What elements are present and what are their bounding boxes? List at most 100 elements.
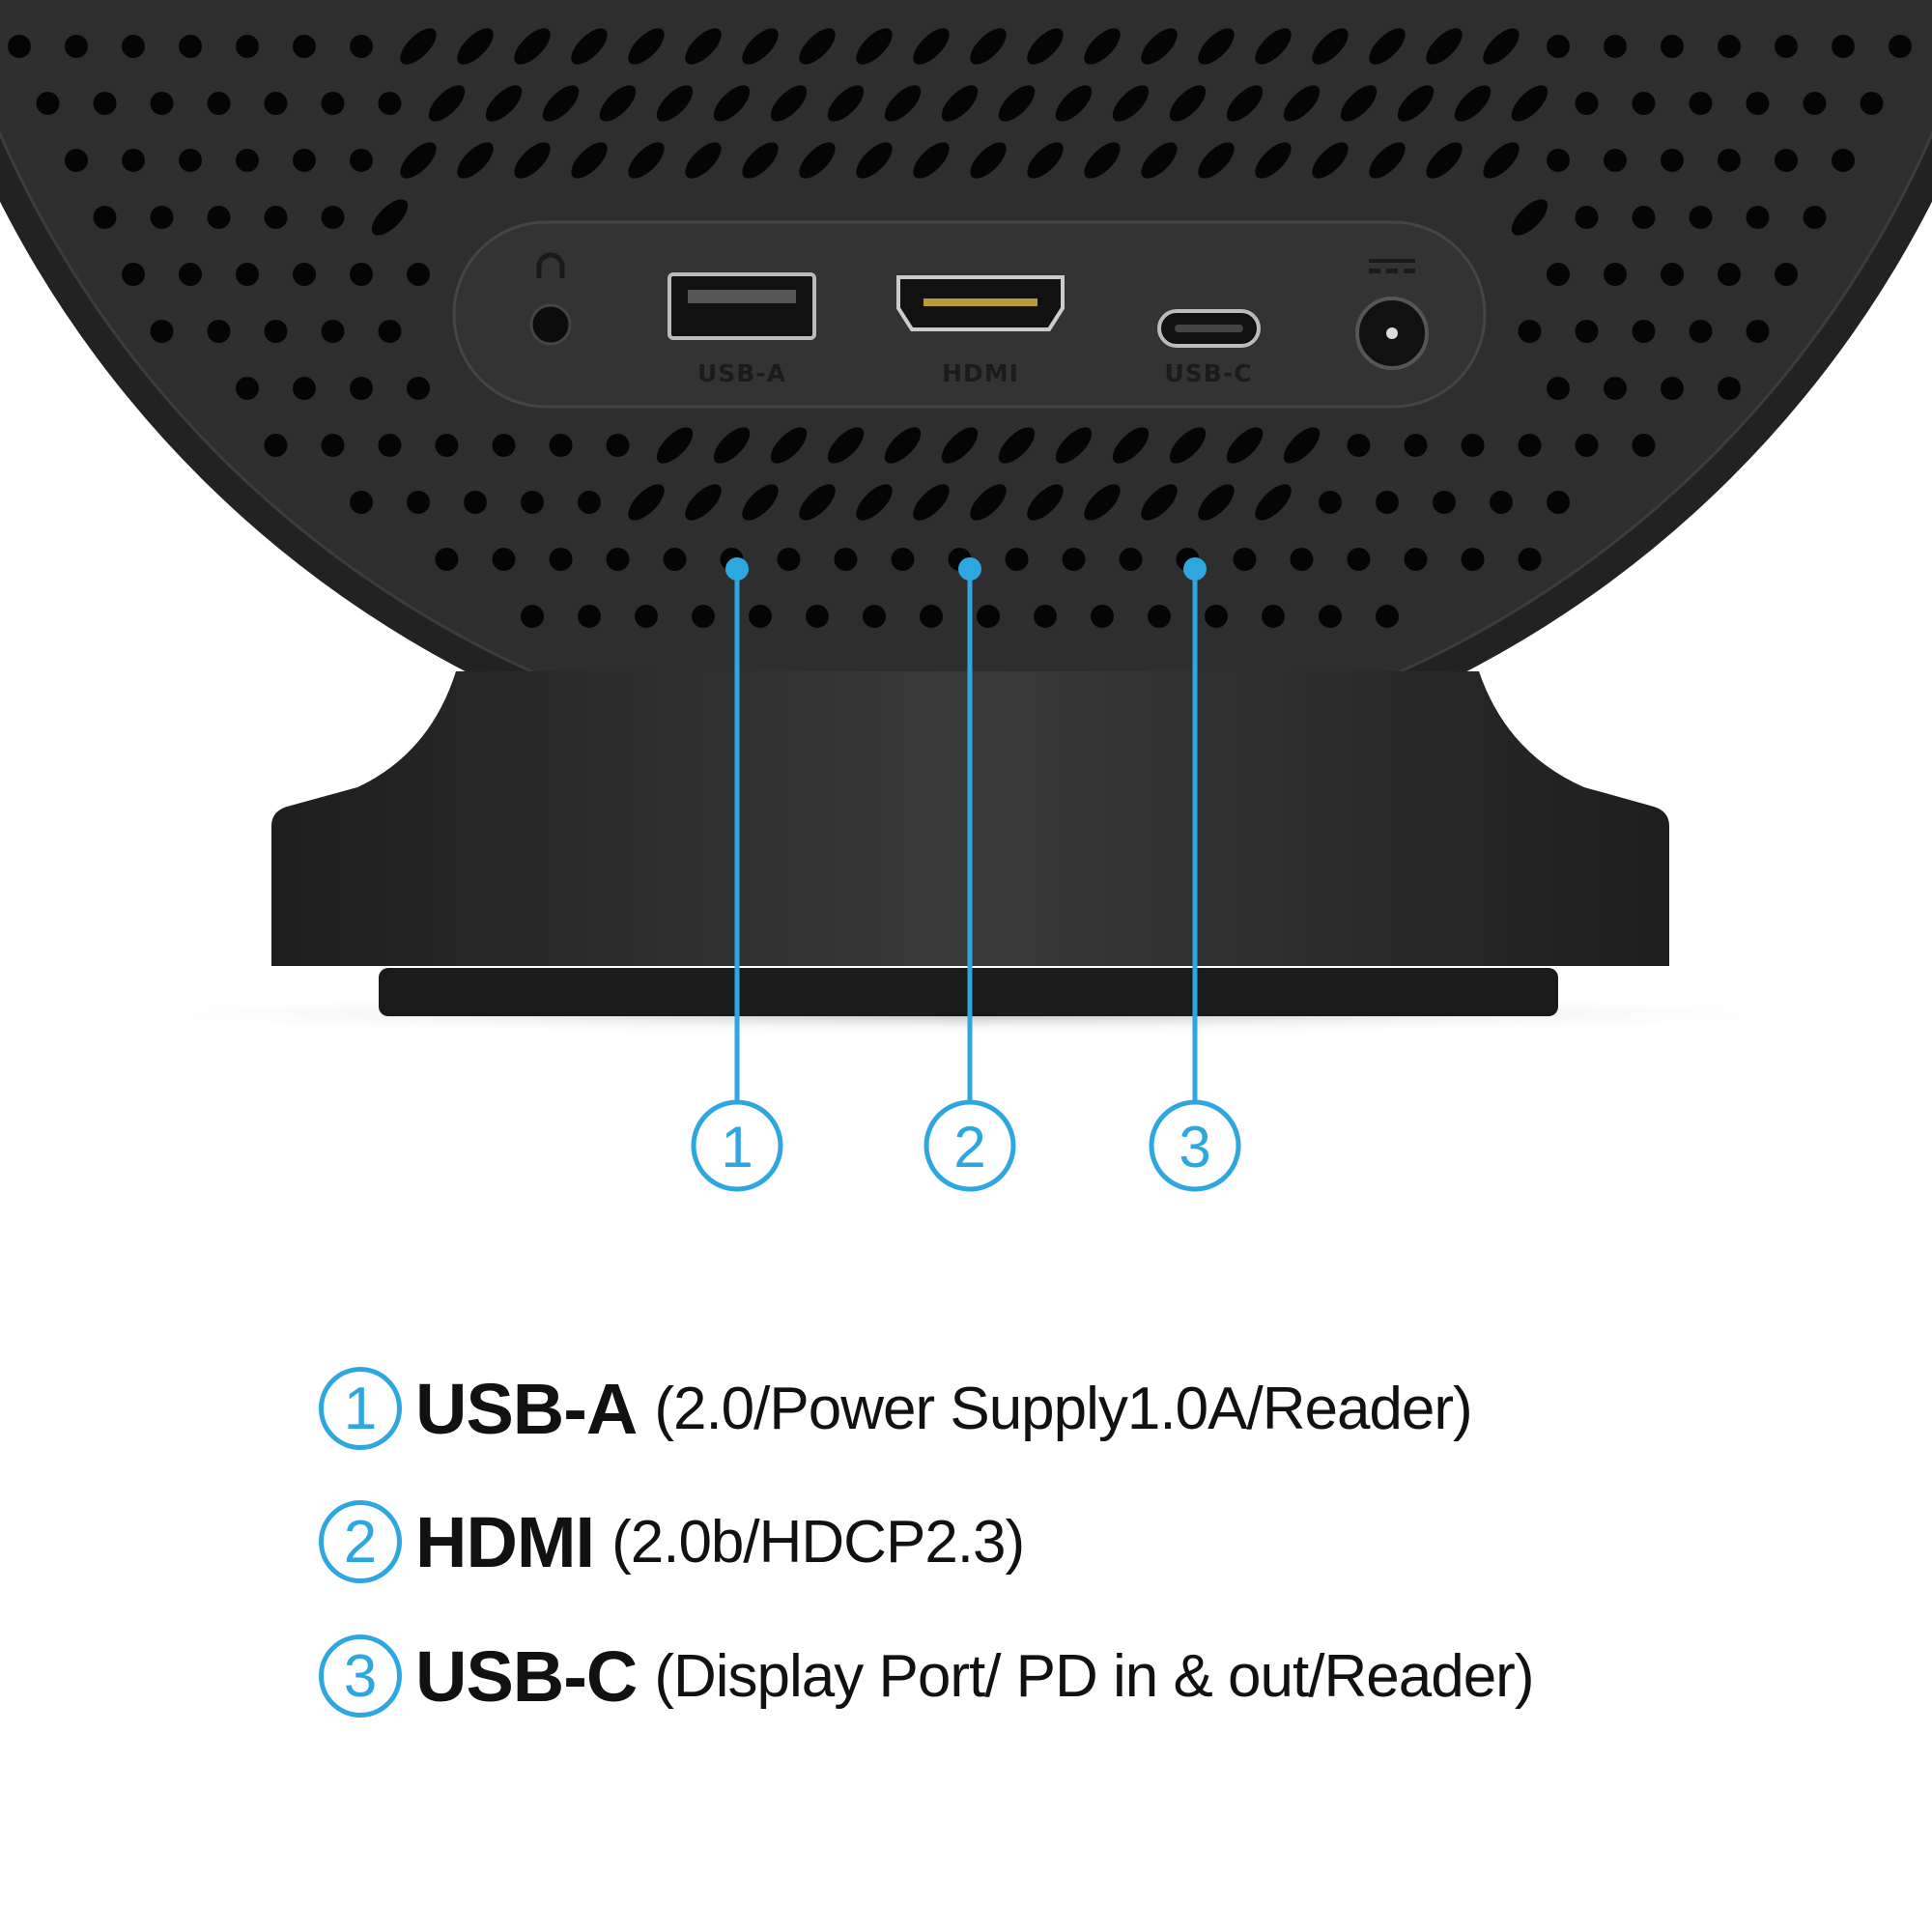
grille-hole (742, 28, 779, 65)
grille-hole (1283, 85, 1321, 122)
grille-hole (1454, 85, 1492, 122)
grille-hole (207, 320, 231, 343)
grille-hole (1141, 28, 1178, 65)
grille-hole (863, 605, 886, 628)
grille-hole (1604, 35, 1627, 58)
grille-hole (293, 263, 316, 286)
grille-hole (521, 605, 544, 628)
grille-hole (1262, 605, 1285, 628)
grille-hole (236, 263, 259, 286)
grille-hole (1062, 548, 1086, 571)
grille-hole (834, 548, 858, 571)
grille-hole (1575, 320, 1599, 343)
grille-hole (628, 142, 665, 179)
grille-hole (1426, 142, 1463, 179)
grille-hole (1483, 28, 1520, 65)
grille-hole (122, 263, 145, 286)
grille-hole (36, 92, 60, 115)
grille-hole (264, 206, 288, 229)
grille-hole (1312, 28, 1349, 65)
grille-hole (1027, 142, 1064, 179)
grille-hole (1632, 434, 1656, 457)
grille-hole (264, 320, 288, 343)
grille-hole (1518, 320, 1542, 343)
grille-hole (856, 142, 893, 179)
grille-hole (350, 491, 373, 514)
grille-hole (856, 484, 893, 521)
grille-hole (65, 35, 88, 58)
grille-hole (1689, 320, 1713, 343)
grille-hole (1369, 142, 1406, 179)
grille-hole (1198, 142, 1235, 179)
grille-hole (1832, 149, 1855, 172)
grille-hole (977, 605, 1000, 628)
grille-hole (770, 427, 808, 464)
grille-hole (606, 548, 630, 571)
grille-hole (713, 85, 751, 122)
grille-hole (293, 35, 316, 58)
grille-hole (1803, 206, 1827, 229)
callout-number-2: 2 (953, 1115, 985, 1179)
grille-hole (806, 605, 829, 628)
grille-hole (1141, 142, 1178, 179)
grille-hole (293, 149, 316, 172)
grille-hole (1255, 28, 1292, 65)
grille-hole (1141, 484, 1178, 521)
grille-hole (1312, 142, 1349, 179)
grille-hole (913, 28, 950, 65)
grille-hole (492, 548, 516, 571)
grille-hole (1860, 92, 1884, 115)
grille-hole (350, 377, 373, 400)
grille-hole (891, 548, 915, 571)
grille-hole (1112, 85, 1150, 122)
grille-hole (1511, 199, 1548, 236)
grille-hole (1347, 434, 1371, 457)
grille-hole (407, 263, 430, 286)
callout-circle-1 (691, 1099, 783, 1192)
grille-hole (122, 149, 145, 172)
port-label-hdmi: HDMI (942, 359, 1019, 387)
legend-number: 2 (319, 1500, 402, 1583)
grille-hole (663, 548, 687, 571)
grille-hole (400, 28, 437, 65)
grille-hole (150, 320, 174, 343)
grille-hole (1661, 377, 1684, 400)
grille-hole (1397, 85, 1435, 122)
grille-hole (998, 85, 1036, 122)
grille-hole (236, 377, 259, 400)
grille-hole (1084, 28, 1121, 65)
grille-hole (492, 434, 516, 457)
grille-hole (1746, 206, 1770, 229)
callout-circle-3 (1149, 1099, 1241, 1192)
grille-hole (920, 605, 943, 628)
grille-hole (635, 605, 658, 628)
grille-hole (457, 28, 494, 65)
grille-hole (1198, 28, 1235, 65)
grille-hole (1119, 548, 1143, 571)
grille-hole (1518, 548, 1542, 571)
grille-hole (1547, 35, 1570, 58)
grille-hole (435, 434, 459, 457)
grille-hole (514, 28, 551, 65)
grille-hole (1169, 85, 1207, 122)
grille-hole (628, 28, 665, 65)
hdmi-port (896, 275, 1065, 331)
grille-hole (1575, 434, 1599, 457)
grille-hole (542, 85, 580, 122)
dc-power-pin (1386, 327, 1398, 339)
grille-hole (1575, 206, 1599, 229)
grille-hole (913, 484, 950, 521)
grille-hole (1490, 491, 1513, 514)
grille-hole (400, 142, 437, 179)
grille-hole (1632, 206, 1656, 229)
grille-hole (884, 85, 922, 122)
grille-hole (656, 427, 694, 464)
grille-hole (713, 427, 751, 464)
grille-hole (742, 142, 779, 179)
grille-hole (941, 85, 979, 122)
grille-hole (321, 434, 345, 457)
grille-hole (685, 484, 722, 521)
grille-hole (350, 149, 373, 172)
grille-hole (1376, 491, 1399, 514)
grille-hole (321, 320, 345, 343)
